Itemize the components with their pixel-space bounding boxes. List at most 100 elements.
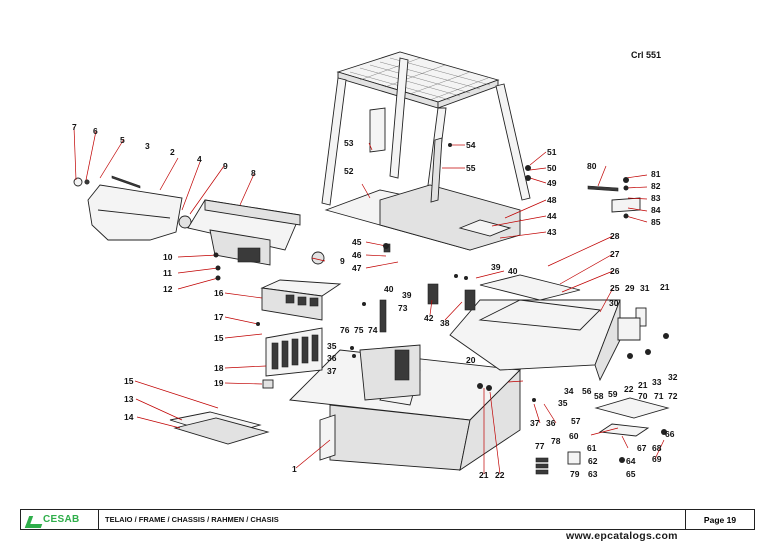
callout: 85 bbox=[651, 217, 661, 227]
callout: 9 bbox=[340, 256, 345, 266]
callout: 39 bbox=[402, 290, 412, 300]
callout: 84 bbox=[651, 205, 661, 215]
callout: 8 bbox=[251, 168, 256, 178]
callout: 73 bbox=[398, 303, 408, 313]
callout: 36 bbox=[546, 418, 556, 428]
callout: 3 bbox=[145, 141, 150, 151]
cesab-logo-icon bbox=[27, 514, 41, 526]
callout: 18 bbox=[214, 363, 224, 373]
callout: 27 bbox=[610, 249, 620, 259]
callout: 46 bbox=[352, 250, 362, 260]
callout: 40 bbox=[384, 284, 394, 294]
battery-box bbox=[187, 199, 325, 266]
callout: 59 bbox=[608, 389, 618, 399]
floor-cowl bbox=[324, 184, 522, 251]
callout: 47 bbox=[352, 263, 362, 273]
title-block: CESAB TELAIO / FRAME / CHASSIS / RAHMEN … bbox=[20, 509, 755, 530]
callout: 29 bbox=[625, 283, 635, 293]
callout: 82 bbox=[651, 181, 661, 191]
callout: 64 bbox=[626, 456, 636, 466]
diagram-reference: Crl 551 bbox=[631, 50, 662, 60]
callout: 71 bbox=[654, 391, 664, 401]
callout: 2 bbox=[170, 147, 175, 157]
chassis-frame bbox=[289, 299, 621, 471]
callout: 5 bbox=[120, 135, 125, 145]
callout: 19 bbox=[214, 378, 224, 388]
callout: 39 bbox=[491, 262, 501, 272]
callout: 43 bbox=[547, 227, 557, 237]
callout: 21 bbox=[479, 470, 489, 480]
callout: 77 bbox=[535, 441, 545, 451]
callout: 66 bbox=[665, 429, 675, 439]
callout: 31 bbox=[640, 283, 650, 293]
callout: 1 bbox=[292, 464, 297, 474]
watermark: www.epcatalogs.com bbox=[566, 530, 678, 542]
leader-lines bbox=[73, 126, 665, 475]
callout: 51 bbox=[547, 147, 557, 157]
callout: 26 bbox=[610, 266, 620, 276]
callout: 58 bbox=[594, 391, 604, 401]
callout: 17 bbox=[214, 312, 224, 322]
callout: 34 bbox=[564, 386, 574, 396]
floor-mats bbox=[169, 411, 270, 445]
callout: 60 bbox=[569, 431, 579, 441]
callout: 25 bbox=[610, 283, 620, 293]
hardware bbox=[213, 143, 669, 463]
callout: 76 bbox=[340, 325, 350, 335]
callout: 36 bbox=[327, 353, 337, 363]
callout: 35 bbox=[327, 341, 337, 351]
callout: 22 bbox=[624, 384, 634, 394]
callout: 67 bbox=[637, 443, 647, 453]
callout: 83 bbox=[651, 193, 661, 203]
callout: 16 bbox=[214, 288, 224, 298]
callout: 79 bbox=[570, 469, 580, 479]
callout: 52 bbox=[344, 166, 354, 176]
side-panel-left bbox=[73, 175, 192, 241]
brand-name: CESAB bbox=[43, 514, 80, 525]
callout: 30 bbox=[609, 298, 619, 308]
callout: 11 bbox=[163, 268, 172, 278]
callout: 20 bbox=[466, 355, 476, 365]
callout: 61 bbox=[587, 443, 597, 453]
callout: 56 bbox=[582, 386, 592, 396]
callout: 48 bbox=[547, 195, 557, 205]
callout: 32 bbox=[668, 372, 678, 382]
callout: 78 bbox=[551, 436, 561, 446]
callout: 22 bbox=[495, 470, 505, 480]
side-shield bbox=[369, 107, 443, 203]
callout: 68 bbox=[652, 443, 662, 453]
callout: 62 bbox=[588, 456, 598, 466]
callout: 10 bbox=[163, 252, 173, 262]
callout: 53 bbox=[344, 138, 354, 148]
callout: 45 bbox=[352, 237, 362, 247]
callout: 15 bbox=[214, 333, 224, 343]
brand-block: CESAB bbox=[21, 510, 99, 529]
callout: 57 bbox=[571, 416, 581, 426]
callout: 21 bbox=[660, 282, 670, 292]
callout: 4 bbox=[197, 154, 202, 164]
callout: 81 bbox=[651, 169, 661, 179]
callout: 42 bbox=[424, 313, 434, 323]
callout: 7 bbox=[72, 122, 77, 132]
callout: 6 bbox=[93, 126, 98, 136]
callout: 37 bbox=[327, 366, 337, 376]
callout: 44 bbox=[547, 211, 557, 221]
callout: 38 bbox=[440, 318, 450, 328]
callout: 54 bbox=[466, 140, 476, 150]
section-title: TELAIO / FRAME / CHASSIS / RAHMEN / CHAS… bbox=[105, 515, 279, 524]
page-number: Page 19 bbox=[685, 510, 754, 529]
callout: 37 bbox=[530, 418, 540, 428]
right-parts bbox=[379, 185, 670, 475]
callout: 15 bbox=[124, 376, 134, 386]
callout: 33 bbox=[652, 377, 662, 387]
callout: 50 bbox=[547, 163, 557, 173]
callout: 9 bbox=[223, 161, 228, 171]
callout: 65 bbox=[626, 469, 636, 479]
callout: 63 bbox=[588, 469, 598, 479]
callout: 40 bbox=[508, 266, 518, 276]
callout: 75 bbox=[354, 325, 364, 335]
callout: 35 bbox=[558, 398, 568, 408]
callout: 49 bbox=[547, 178, 557, 188]
callout: 55 bbox=[466, 163, 476, 173]
